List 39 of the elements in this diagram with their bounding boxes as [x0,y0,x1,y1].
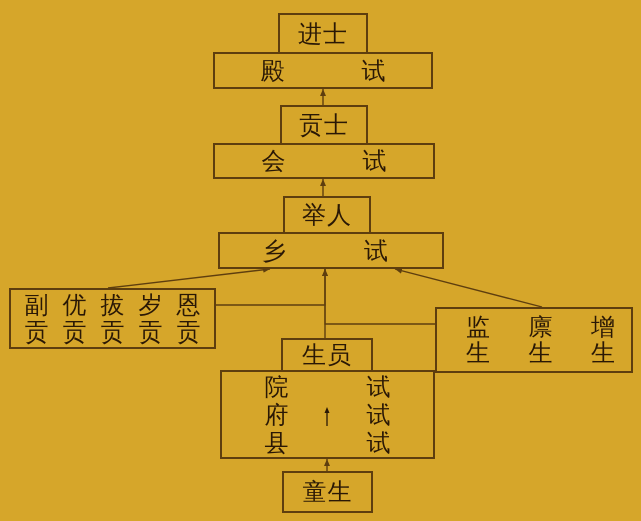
column-label: 恩贡 [176,292,200,345]
arrow [324,459,330,471]
column-label: 增生 [591,314,615,366]
rank-tab [281,338,373,370]
column-label: 监生 [466,314,490,366]
box-label: 进士 [298,22,348,46]
box-label: 童生 [302,480,352,504]
box-label: 院 [264,374,288,398]
exam-box [220,370,435,459]
box-label: 乡 试 [262,238,388,262]
arrow [320,179,326,196]
box-label: 生员 [302,343,352,367]
rank-tab [280,105,368,143]
arrow [322,269,435,325]
rank-tab [278,13,368,52]
box-label: 贡士 [299,113,349,137]
box-label: 试 [366,402,390,426]
box-label: 举人 [302,203,352,227]
arrow [394,268,542,308]
column-label: 廪生 [528,314,552,366]
column-label: 岁贡 [138,292,162,345]
group-box [435,307,633,373]
box-label: 府 [264,402,288,426]
box-label: 试 [366,374,390,398]
box-label: 县 [264,430,288,454]
rank-box [282,471,373,513]
rank-tab [283,196,371,232]
column-label: 优贡 [62,292,86,345]
arrow [108,266,270,289]
exam-box [213,52,433,89]
column-label: 拔贡 [100,292,124,345]
arrow [320,89,326,105]
group-box [9,288,216,349]
box-label: 会 试 [262,149,386,173]
box-label: 殿 试 [260,58,386,82]
box-label: 试 [366,430,390,454]
exam-box [218,232,444,269]
exam-box [213,143,435,179]
column-label: 副贡 [24,292,48,345]
